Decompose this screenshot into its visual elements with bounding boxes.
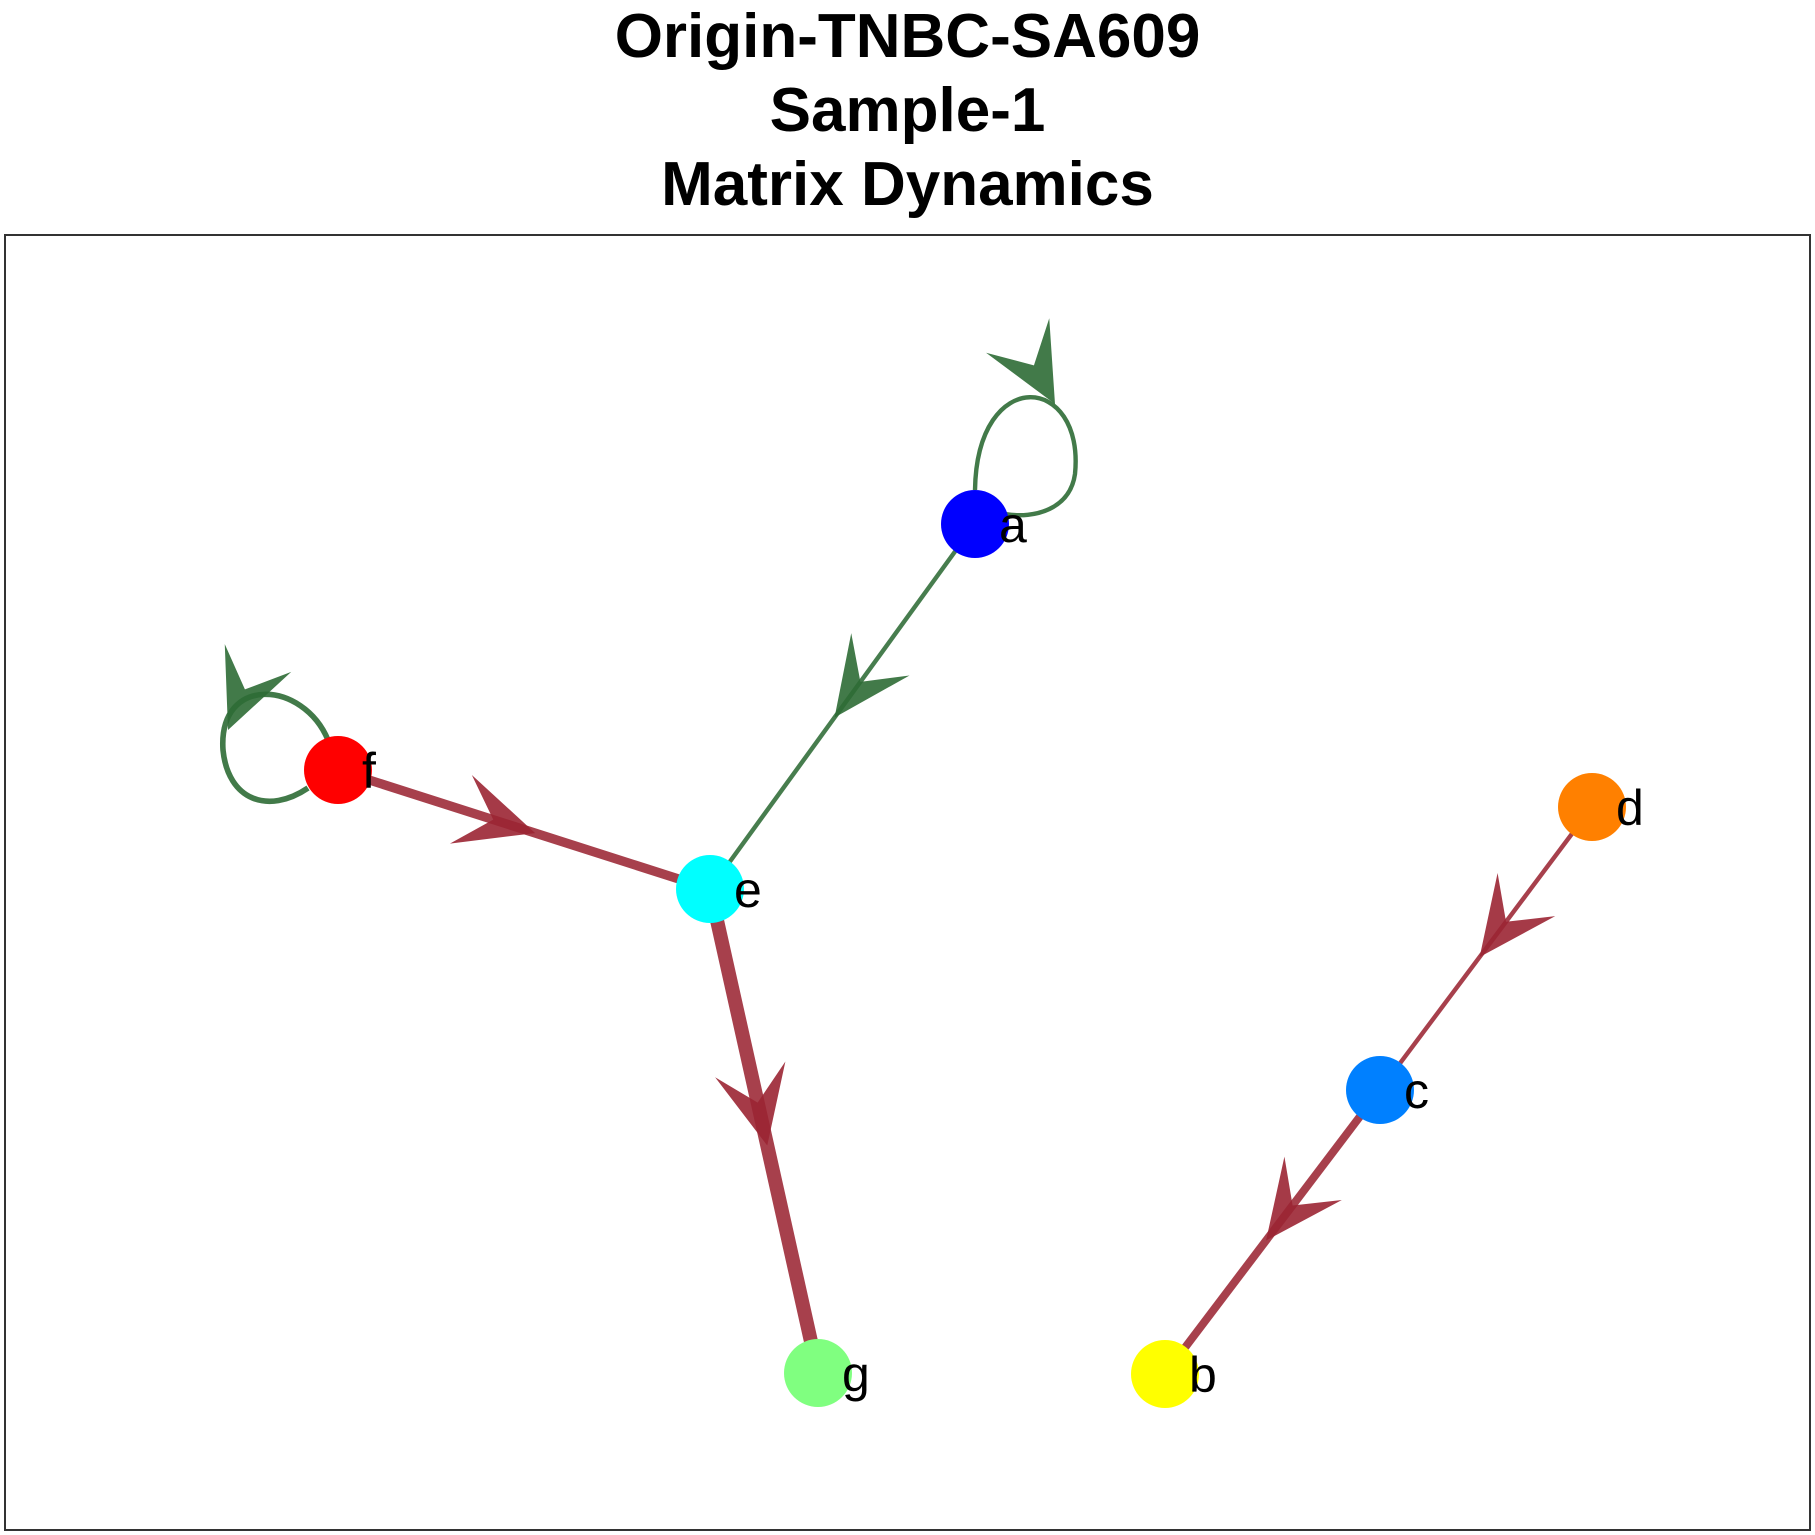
- arrowhead-loop-f: [224, 644, 292, 730]
- arrowhead-a-e: [834, 633, 910, 718]
- node-b[interactable]: [1131, 1340, 1199, 1408]
- node-label-a: a: [999, 497, 1027, 553]
- title-line-3: Matrix Dynamics: [661, 150, 1154, 219]
- arrowhead-f-e: [449, 775, 536, 844]
- title-line-1: Origin-TNBC-SA609: [614, 2, 1201, 71]
- node-label-f: f: [362, 743, 376, 799]
- plot-frame: [4, 234, 1811, 1531]
- edge-layer: [220, 318, 1594, 1377]
- arrowhead-c-b: [1266, 1156, 1342, 1241]
- node-layer: a b c d e f g: [304, 490, 1644, 1408]
- node-e[interactable]: [676, 855, 744, 923]
- arrowhead-loop-a: [986, 318, 1055, 404]
- node-g[interactable]: [784, 1339, 852, 1407]
- node-d[interactable]: [1558, 773, 1626, 841]
- node-c[interactable]: [1346, 1056, 1414, 1124]
- edge-loop-f: [220, 691, 331, 805]
- node-f[interactable]: [304, 736, 372, 804]
- title-line-2: Sample-1: [769, 76, 1046, 145]
- arrowhead-e-g: [715, 1061, 786, 1146]
- node-label-c: c: [1404, 1063, 1429, 1119]
- node-label-g: g: [842, 1346, 870, 1402]
- edge-loop-a: [972, 395, 1078, 518]
- node-label-e: e: [734, 862, 762, 918]
- node-a[interactable]: [941, 490, 1009, 558]
- node-label-d: d: [1616, 780, 1644, 836]
- node-label-b: b: [1189, 1347, 1217, 1403]
- chart-title: Origin-TNBC-SA609 Sample-1 Matrix Dynami…: [0, 0, 1815, 222]
- arrowhead-d-c: [1479, 872, 1556, 957]
